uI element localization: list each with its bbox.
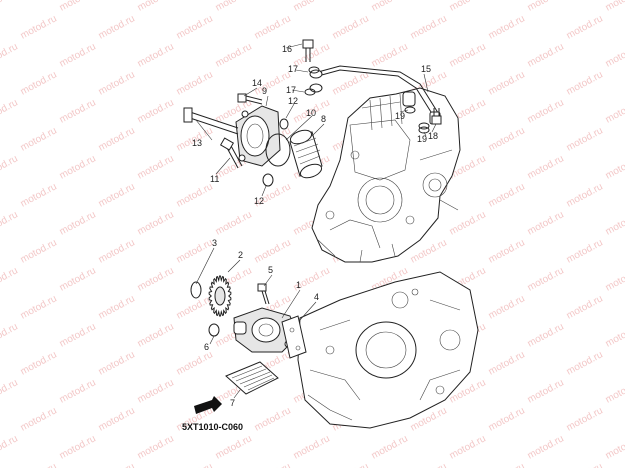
gasket-19-left xyxy=(404,106,416,114)
label-5: 5 xyxy=(268,265,273,275)
label-19-right: 19 xyxy=(417,134,427,144)
label-17-lower: 17 xyxy=(286,85,296,95)
label-3: 3 xyxy=(212,238,217,248)
gasket-17-upper xyxy=(308,66,320,74)
label-1: 1 xyxy=(296,280,301,290)
upper-crankcase xyxy=(311,87,461,263)
o-ring-12-lower xyxy=(262,173,274,187)
oil-filter-cover xyxy=(235,105,281,167)
label-13: 13 xyxy=(192,138,202,148)
gear-hub xyxy=(214,286,226,306)
oil-filter-element xyxy=(289,129,323,179)
label-7: 7 xyxy=(230,398,235,408)
leader-lines xyxy=(195,43,437,399)
oil-strainer xyxy=(225,361,279,395)
oil-pump-gear xyxy=(208,275,232,317)
circlip-3 xyxy=(190,281,202,299)
label-19-left: 19 xyxy=(395,111,405,121)
label-11: 11 xyxy=(210,174,219,184)
label-6: 6 xyxy=(204,342,209,352)
gasket-19-right xyxy=(418,126,430,134)
label-8: 8 xyxy=(321,114,326,124)
label-16: 16 xyxy=(282,44,292,54)
screw-5 xyxy=(257,283,270,305)
bolt-14 xyxy=(237,93,263,105)
bolt-11 xyxy=(219,137,243,169)
label-4: 4 xyxy=(314,292,319,302)
label-9: 9 xyxy=(262,86,267,96)
washer-6 xyxy=(208,323,220,337)
label-14: 14 xyxy=(252,78,262,88)
label-15: 15 xyxy=(421,64,431,74)
label-2: 2 xyxy=(238,250,243,260)
pump-cover-plate xyxy=(281,315,307,359)
o-ring-10 xyxy=(265,133,291,167)
forward-arrow-icon xyxy=(194,396,222,414)
label-12-upper: 12 xyxy=(288,96,298,106)
oil-delivery-pipe xyxy=(309,65,441,130)
o-ring-12-upper xyxy=(279,118,289,130)
diagram-code: 5XT1010-C060 xyxy=(182,422,243,432)
label-17-upper: 17 xyxy=(288,64,298,74)
bolt-13 xyxy=(183,107,239,135)
label-18: 18 xyxy=(428,131,438,141)
label-10: 10 xyxy=(306,108,316,118)
lower-crankcase xyxy=(297,271,479,429)
banjo-fitting xyxy=(402,91,416,107)
label-12-lower: 12 xyxy=(254,196,264,206)
union-bolt-16 xyxy=(302,39,314,62)
gasket-17-lower xyxy=(304,88,316,96)
bolt-18 xyxy=(431,108,442,125)
part-labels: 16 17 17 15 19 19 18 14 9 12 10 8 13 11 … xyxy=(192,44,438,408)
